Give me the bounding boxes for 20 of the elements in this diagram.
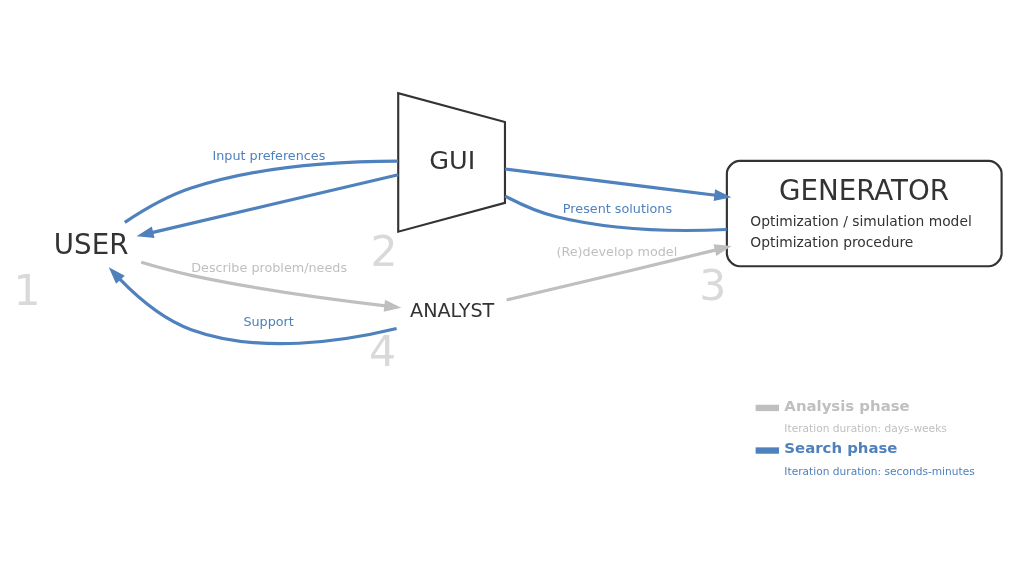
arrow: [108, 266, 397, 345]
connector: [123, 158, 399, 224]
legend-label: Search phase: [784, 438, 898, 457]
edge-label: (Re)develop model: [556, 243, 678, 259]
label: Iteration duration: seconds-minutes: [784, 463, 975, 477]
arrow: [504, 166, 732, 201]
node-box: GUI: [397, 91, 507, 233]
arrow: [140, 260, 402, 312]
node-text: ANALYST: [410, 298, 495, 322]
arrow: [506, 243, 732, 301]
node-text: USER: [53, 227, 129, 261]
edge-label: Describe problem/needs: [191, 259, 348, 275]
label: Iteration duration: days-weeks: [784, 421, 947, 435]
legend-label: Analysis phase: [784, 396, 910, 415]
edge-label: Support: [243, 313, 294, 329]
edge-label: Input preferences: [212, 147, 326, 163]
node-box: GENERATOR Optimization / simulation model Optimization procedure: [725, 159, 1003, 267]
connector: [504, 194, 727, 232]
arrow: [136, 172, 399, 238]
edge-label: Present solutions: [562, 200, 673, 216]
